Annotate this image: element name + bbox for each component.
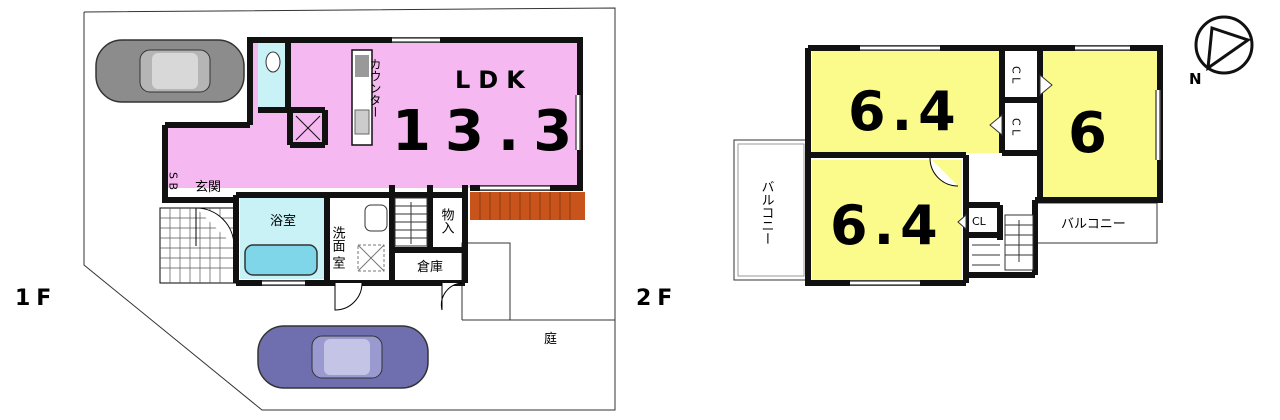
balcony-left-label: バルコニー (759, 180, 775, 245)
warehouse-label: 倉庫 (417, 260, 443, 275)
stairs-1f (394, 197, 428, 247)
bathtub-icon (244, 244, 318, 276)
toilet-icon (265, 51, 281, 73)
floor1-label: 1F (15, 286, 57, 311)
north-label: N (1189, 70, 1202, 88)
deck (470, 192, 585, 220)
washroom-label: 洗面 室 (330, 226, 346, 270)
garden-label: 庭 (544, 331, 557, 347)
storage-label: 物入 (439, 208, 455, 234)
floor2-label: 2F (636, 286, 678, 311)
garden-boundary (461, 242, 511, 321)
ldk-size-label: 13.3 (392, 99, 586, 164)
balcony-right-label: バルコニー (1061, 217, 1126, 232)
closet-2-label: C L (1010, 118, 1023, 136)
bath-label: 浴室 (270, 213, 296, 229)
balcony-left (733, 139, 809, 281)
sink-icon (354, 109, 370, 135)
compass-icon (1194, 15, 1254, 75)
ldk-label: LDK (455, 66, 533, 94)
bedroom-b (1040, 50, 1158, 198)
counter-label: カウンター (368, 58, 382, 118)
stairs-2f (972, 214, 1034, 271)
car-bottom-icon (257, 325, 429, 389)
washer-space (357, 244, 385, 272)
closet-1-label: C L (1010, 66, 1023, 84)
bedroom-a-size: 6.4 (848, 80, 962, 143)
stove-icon (355, 55, 369, 77)
sb-label: S B (167, 172, 180, 190)
bedroom-c (812, 160, 962, 280)
washbasin-icon (364, 204, 388, 232)
bedroom-b-size: 6 (1068, 101, 1107, 166)
genkan-label: 玄関 (195, 180, 221, 195)
lot-boundary (83, 7, 616, 411)
bedroom-a (812, 50, 1002, 153)
car-top-icon (95, 39, 245, 103)
entry-tile (159, 207, 237, 284)
bedroom-c-size: 6.4 (830, 194, 944, 257)
closet-3-label: CL (972, 215, 987, 228)
